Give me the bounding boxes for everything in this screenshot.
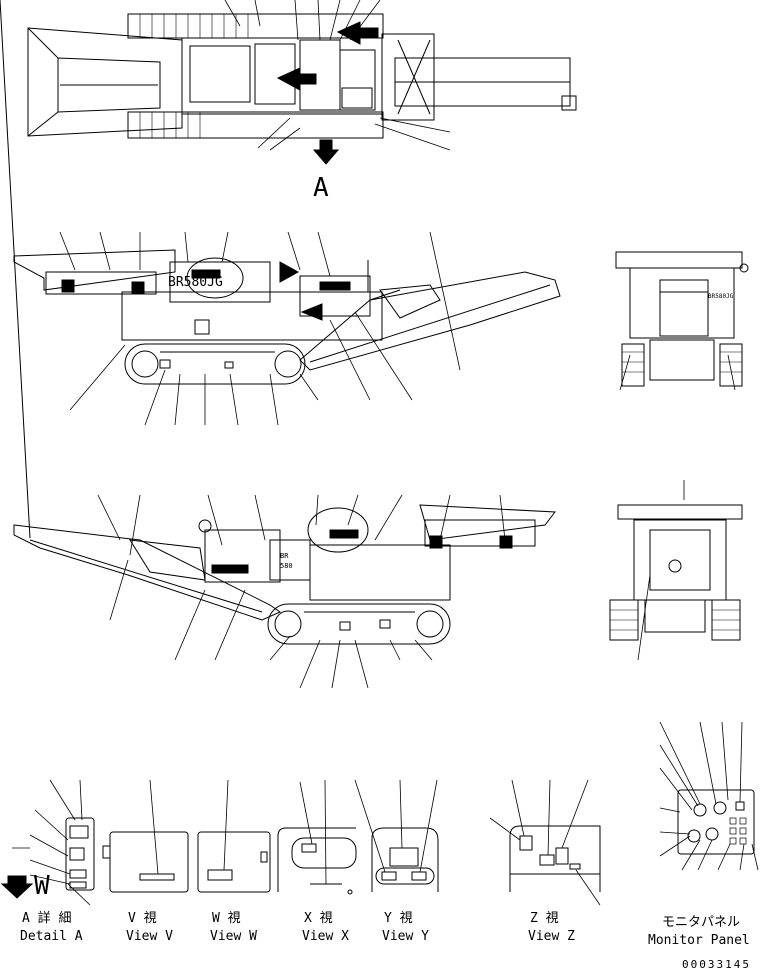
- side-view-left: BR580JG: [13, 231, 561, 426]
- arrow-w-label: W: [34, 871, 50, 901]
- view-y-jp: Y 視: [384, 911, 413, 926]
- view-x-jp: X 視: [304, 911, 333, 926]
- document-number: 00033145: [682, 958, 751, 971]
- front-view-upper: BR580JG: [615, 251, 749, 391]
- view-w-en: View W: [210, 929, 257, 944]
- detail-a: [0, 779, 95, 906]
- detail-a-en: Detail A: [20, 929, 83, 944]
- view-x-drawing: [277, 779, 357, 895]
- view-z-jp: Z 視: [530, 911, 559, 926]
- detail-a-jp: A 詳 細: [22, 910, 71, 926]
- view-x-en: View X: [302, 929, 349, 944]
- view-v-en: View V: [126, 929, 173, 944]
- model-badge-front: BR580JG: [708, 293, 734, 300]
- side-view-right: BR580JG BR 580: [0, 0, 556, 689]
- top-plan-view: A: [27, 0, 577, 203]
- monitor-panel-jp: モニタパネル: [662, 915, 740, 930]
- monitor-panel-en: Monitor Panel: [648, 933, 750, 948]
- view-z-en: View Z: [528, 929, 575, 944]
- model-badge-2: BR580JG: [212, 567, 238, 574]
- model-badge-1: BR580JG: [168, 275, 223, 290]
- view-y-en: View Y: [382, 929, 429, 944]
- monitor-panel-drawing: [659, 721, 759, 871]
- view-y-drawing: [354, 779, 439, 892]
- view-z-drawing: [489, 779, 601, 906]
- front-view-lower: [609, 480, 743, 661]
- view-w-drawing: [197, 779, 271, 893]
- view-w-jp: W 視: [212, 911, 241, 926]
- view-v-jp: V 視: [128, 911, 157, 926]
- view-v-drawing: [102, 779, 189, 893]
- arrow-a-label: A: [313, 173, 329, 203]
- plate-line-2: 580: [280, 562, 293, 570]
- plate-line-1: BR: [280, 552, 289, 560]
